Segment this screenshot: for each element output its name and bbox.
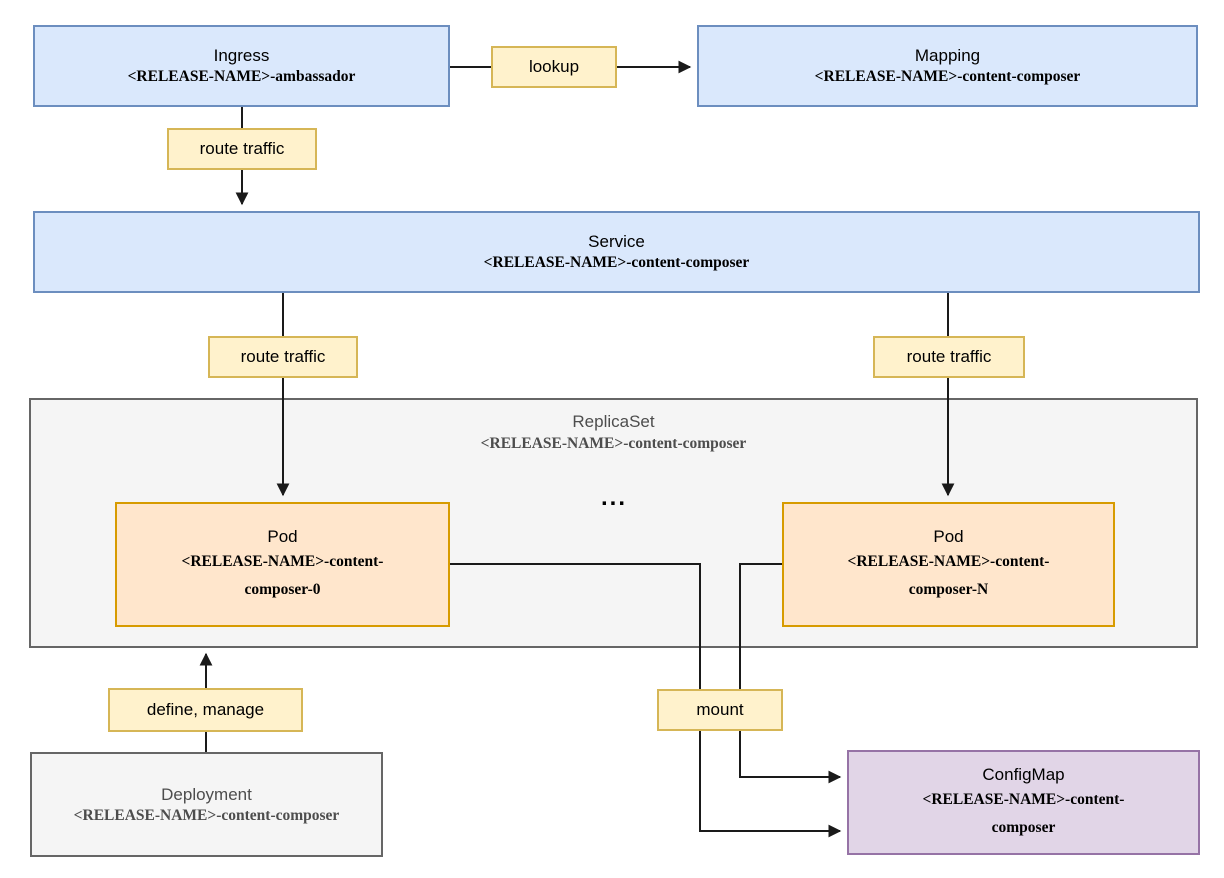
service-title: Service xyxy=(588,232,645,251)
pod-n-subtitle-line1: <RELEASE-NAME>-content- xyxy=(847,552,1050,570)
mapping-title: Mapping xyxy=(914,46,981,65)
edge-label-route-traffic-right: route traffic xyxy=(873,336,1025,378)
edge-label-route-traffic-ingress: route traffic xyxy=(167,128,317,170)
pod-0-title: Pod xyxy=(267,526,298,546)
pod-n-subtitle-line2: composer-N xyxy=(908,580,989,598)
deployment-subtitle: <RELEASE-NAME>-content-composer xyxy=(73,806,340,824)
replicaset-subtitle: <RELEASE-NAME>-content-composer xyxy=(480,435,747,452)
ingress-subtitle: <RELEASE-NAME>-ambassador xyxy=(127,68,356,85)
service-subtitle: <RELEASE-NAME>-content-composer xyxy=(483,254,750,271)
ingress-title: Ingress xyxy=(213,46,270,65)
node-pod-0: Pod <RELEASE-NAME>-content- composer-0 xyxy=(115,502,450,627)
configmap-subtitle-line2: composer xyxy=(991,818,1056,836)
replicaset-header: ReplicaSet <RELEASE-NAME>-content-compos… xyxy=(29,410,1198,454)
replicaset-title: ReplicaSet xyxy=(572,412,655,431)
node-pod-n: Pod <RELEASE-NAME>-content- composer-N xyxy=(782,502,1115,627)
node-mapping: Mapping <RELEASE-NAME>-content-composer xyxy=(697,25,1198,107)
node-ingress: Ingress <RELEASE-NAME>-ambassador xyxy=(33,25,450,107)
edge-label-route-traffic-left: route traffic xyxy=(208,336,358,378)
node-deployment: Deployment <RELEASE-NAME>-content-compos… xyxy=(30,752,383,857)
pod-0-subtitle-line1: <RELEASE-NAME>-content- xyxy=(181,552,384,570)
edge-label-define-manage: define, manage xyxy=(108,688,303,732)
pod-0-subtitle-line2: composer-0 xyxy=(244,580,321,598)
configmap-subtitle-line1: <RELEASE-NAME>-content- xyxy=(922,790,1125,808)
node-configmap: ConfigMap <RELEASE-NAME>-content- compos… xyxy=(847,750,1200,855)
pods-ellipsis: ... xyxy=(600,484,627,511)
deployment-title: Deployment xyxy=(161,784,252,804)
node-service: Service <RELEASE-NAME>-content-composer xyxy=(33,211,1200,293)
configmap-title: ConfigMap xyxy=(982,764,1065,784)
edge-label-lookup: lookup xyxy=(491,46,617,88)
pod-n-title: Pod xyxy=(933,526,964,546)
mapping-subtitle: <RELEASE-NAME>-content-composer xyxy=(814,68,1081,85)
edge-label-mount: mount xyxy=(657,689,783,731)
